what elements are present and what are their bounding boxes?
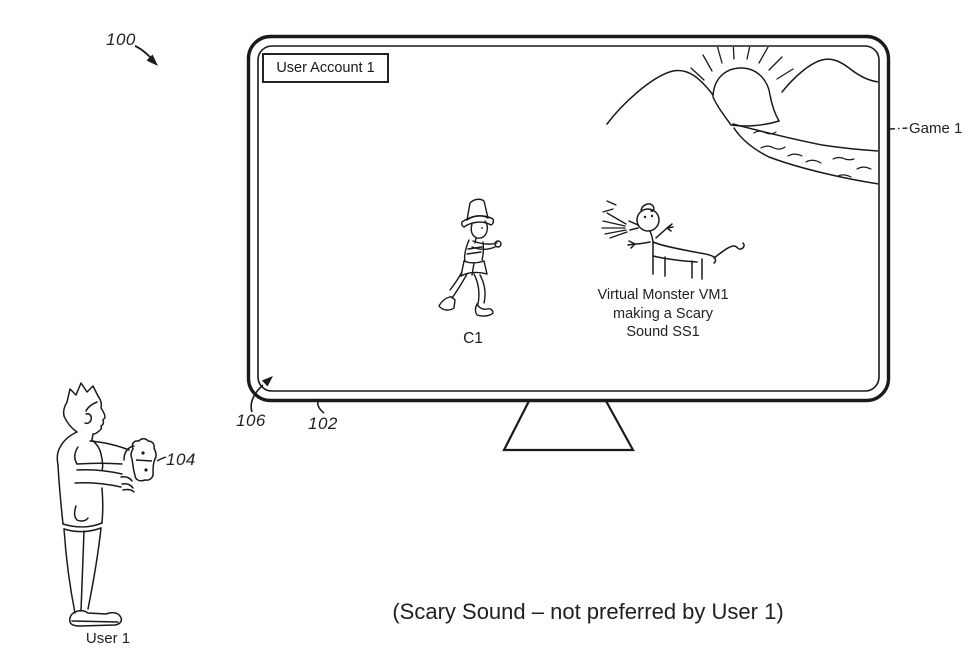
left-mountain: [606, 69, 714, 125]
back-leg: [451, 273, 468, 299]
virtual-monster-drawing: [601, 200, 745, 280]
right-mountain: [781, 58, 878, 93]
ref-100-arrow-icon: [134, 45, 158, 66]
monster-tail: [713, 242, 745, 259]
sound-blast-icon: [601, 200, 628, 239]
monster-head: [636, 208, 660, 232]
face-profile: [92, 395, 106, 435]
pocket: [73, 505, 89, 522]
monster-caption: Virtual Monster VM1 making a Scary Sound…: [583, 286, 743, 342]
user-account-label: User Account 1: [276, 60, 375, 76]
back-shoe: [438, 296, 456, 311]
landscape-drawing: [606, 47, 878, 185]
monitor-stand: [502, 400, 635, 452]
monster-legs: [652, 242, 703, 280]
shirt-hem: [62, 522, 103, 533]
ref-104-leader-line: [156, 456, 167, 462]
ref-100-label: 100: [106, 30, 136, 49]
ref-102-leader-line: [317, 398, 325, 414]
character-c1-drawing: [438, 198, 502, 317]
lower-arm: [76, 469, 123, 475]
user-figure-drawing: [56, 382, 135, 627]
river: [732, 123, 878, 185]
back-shoulder: [56, 431, 78, 466]
monster-caption-line1: Virtual Monster VM1: [597, 287, 729, 303]
legs: [63, 527, 102, 614]
lower-hand: [120, 476, 135, 493]
figure-caption: (Scary Sound – not preferred by User 1): [392, 599, 784, 624]
shoe: [69, 609, 123, 627]
user1-label: User 1: [85, 630, 131, 647]
upper-arm: [89, 440, 130, 451]
game1-leader-line: [889, 127, 909, 130]
monitor-screen: [257, 45, 880, 392]
game-controller-drawing: [130, 438, 157, 482]
head: [470, 220, 489, 239]
monster-curl: [640, 203, 655, 212]
game1-label: Game 1: [909, 120, 963, 137]
ref-106-label: 106: [236, 411, 266, 430]
neck: [63, 415, 94, 441]
ref-104-label: 104: [166, 450, 196, 469]
user-account-badge: User Account 1: [262, 53, 389, 83]
monster-lower-arm: [627, 240, 651, 249]
front-leg: [479, 274, 486, 304]
monster-caption-line2: making a Scary: [613, 305, 713, 322]
character-c1-label: C1: [463, 330, 483, 347]
ear: [84, 413, 92, 425]
monster-caption-line3: Sound SS1: [626, 324, 700, 340]
monitor-frame: [246, 34, 891, 403]
ref-106-arrow-icon: [250, 376, 273, 413]
ref-102-label: 102: [308, 414, 338, 433]
torso: [463, 239, 470, 262]
monster-jaw: [628, 220, 639, 231]
monster-body: [652, 241, 715, 258]
monster-raised-arm: [655, 223, 674, 239]
hair: [66, 382, 99, 403]
sun-icon: [690, 47, 794, 127]
front-shoe: [474, 303, 494, 317]
